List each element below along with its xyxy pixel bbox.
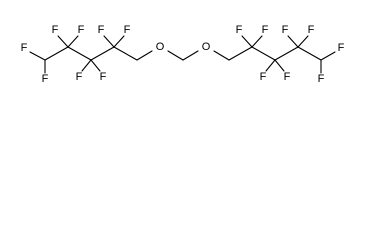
bond — [136, 50, 153, 61]
bond — [251, 35, 263, 48]
bond — [297, 35, 309, 48]
bond — [287, 35, 299, 48]
fluorine-atom: F — [318, 73, 325, 85]
bond — [241, 35, 253, 48]
bond — [90, 46, 115, 61]
bond — [103, 35, 115, 48]
fluorine-atom: F — [262, 24, 269, 36]
bond — [274, 46, 299, 61]
bond — [29, 51, 46, 61]
bond — [274, 59, 285, 72]
molecule-structure-diagram: F F F F F F F F O O F F F F F F F F — [21, 24, 345, 85]
bond — [228, 46, 253, 61]
bond — [90, 59, 101, 72]
bond — [213, 50, 230, 61]
fluorine-atom: F — [98, 24, 105, 36]
bond — [67, 46, 92, 61]
bond — [67, 35, 79, 48]
bond — [57, 35, 69, 48]
fluorine-atom: F — [260, 71, 267, 83]
fluorine-atom: F — [308, 24, 315, 36]
bond — [113, 46, 138, 61]
fluorine-atom: F — [284, 71, 291, 83]
fluorine-atom: F — [78, 24, 85, 36]
oxygen-atom: O — [202, 41, 211, 53]
bond — [297, 46, 322, 61]
bond — [320, 51, 336, 61]
bond — [265, 59, 276, 72]
fluorine-atom: F — [124, 24, 131, 36]
bond — [167, 50, 184, 61]
oxygen-atom: O — [156, 41, 165, 53]
fluorine-atom: F — [100, 71, 107, 83]
bond — [251, 46, 276, 61]
bond — [44, 46, 69, 61]
fluorine-atom: F — [76, 71, 83, 83]
bond — [81, 59, 92, 72]
bond — [182, 50, 199, 61]
fluorine-atom: F — [21, 42, 28, 54]
fluorine-atom: F — [338, 42, 345, 54]
fluorine-atom: F — [282, 24, 289, 36]
bond-skeleton — [29, 35, 336, 74]
atom-labels: F F F F F F F F O O F F F F F F F F — [21, 24, 345, 85]
bond — [113, 35, 125, 48]
fluorine-atom: F — [42, 73, 49, 85]
fluorine-atom: F — [52, 24, 59, 36]
fluorine-atom: F — [236, 24, 243, 36]
